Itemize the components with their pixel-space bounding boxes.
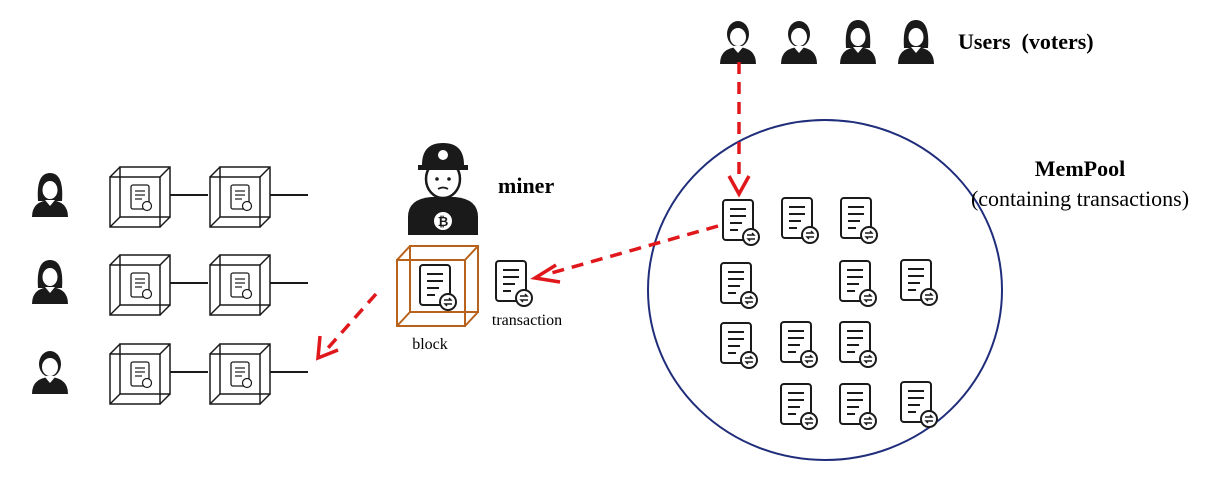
- pending-transaction-doc-icon: [495, 260, 533, 307]
- voter-1-person-icon: [720, 21, 756, 64]
- transaction-doc-icon: [720, 322, 758, 369]
- block-cube-icon: [210, 344, 270, 404]
- svg-text:₿: ₿: [438, 215, 449, 230]
- node-2-person-icon: [32, 260, 68, 304]
- transaction-doc-icon: [839, 260, 877, 307]
- miner-icon: ₿: [408, 143, 478, 235]
- voters-group: Users (voters): [720, 20, 1094, 64]
- arrow-voters-to-mempool: [727, 62, 751, 198]
- users-label: Users (voters): [958, 29, 1094, 54]
- voter-3-person-icon: [840, 20, 876, 64]
- transaction-doc-icon: [900, 259, 938, 306]
- voter-4-person-icon: [898, 20, 934, 64]
- miner-label: miner: [498, 173, 554, 198]
- transaction-doc-icon: [900, 381, 938, 428]
- transaction-doc-icon: [722, 199, 760, 246]
- block-cube-icon: [210, 167, 270, 227]
- mempool-subtitle: (containing transactions): [971, 186, 1189, 211]
- block-label: block: [412, 336, 448, 353]
- transaction-doc-icon: [840, 197, 878, 244]
- transaction-doc-icon: [780, 321, 818, 368]
- node-3-person-icon: [32, 351, 68, 394]
- block-cube-icon: [110, 255, 170, 315]
- mempool-ellipse: [647, 119, 1003, 461]
- arrow-mempool-to-transaction: [530, 224, 719, 284]
- block-cube-icon: [110, 344, 170, 404]
- transaction-label: transaction: [492, 312, 562, 329]
- voter-2-person-icon: [781, 21, 817, 64]
- transaction-doc-icon: [780, 383, 818, 430]
- miner-block-cube-icon: [396, 245, 479, 327]
- transaction-doc-icon: [781, 197, 819, 244]
- mempool-title: MemPool: [1035, 156, 1125, 181]
- transaction-doc-icon: [720, 262, 758, 309]
- mempool: MemPool (containing transactions): [647, 119, 1189, 461]
- node-row-2: [32, 255, 308, 315]
- transaction-doc-icon: [839, 321, 877, 368]
- mempool-transactions: [720, 197, 938, 430]
- arrow-block-to-nodes: [315, 292, 378, 361]
- transaction-doc-icon: [839, 383, 877, 430]
- node-row-3: [32, 344, 308, 404]
- block-cube-icon: [210, 255, 270, 315]
- node-row-1: [32, 167, 308, 227]
- node-1-person-icon: [32, 173, 68, 217]
- block-cube-icon: [110, 167, 170, 227]
